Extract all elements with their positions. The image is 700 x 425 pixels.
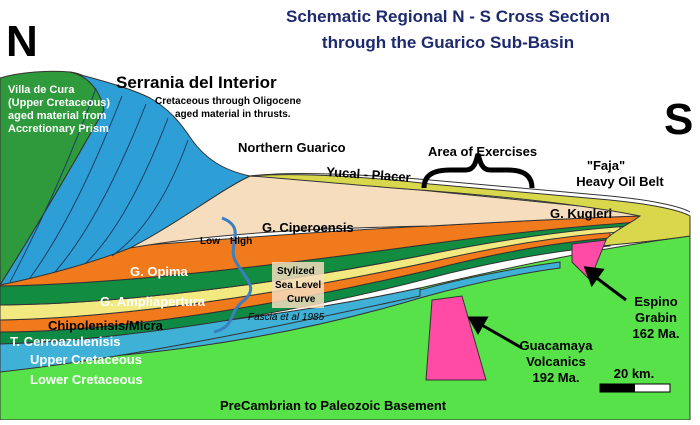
sea-level-box xyxy=(272,262,324,308)
arrows xyxy=(467,266,627,350)
south-label: S xyxy=(664,95,693,144)
scale-bar xyxy=(599,383,671,393)
villa-line-4: Accretionary Prism xyxy=(8,123,109,135)
scale-label: 20 km. xyxy=(614,366,654,381)
villa-line-2: (Upper Cretaceous) xyxy=(8,97,110,109)
ampliapertura-label: G. Ampliapertura xyxy=(100,294,206,309)
area-of-exercises-label: Area of Exercises xyxy=(428,144,537,159)
north-label: N xyxy=(6,17,38,66)
sea-level-line-3: Curve xyxy=(287,294,316,305)
cerroazulensis-label: T. Cerroazulenisis xyxy=(10,334,121,349)
thrust-faults xyxy=(9,87,189,283)
title-line-1: Schematic Regional N - S Cross Section xyxy=(286,7,610,26)
serrania-thrusts xyxy=(0,71,252,286)
kugleri-layer xyxy=(249,174,691,247)
upper-cretaceous-label: Upper Cretaceous xyxy=(30,352,142,367)
faja-label-1: "Faja" xyxy=(587,158,625,173)
espino-line-2: Grabin xyxy=(635,310,677,325)
yucal-placer-label: Yucal - Placer xyxy=(326,164,411,185)
opima-label: G. Opima xyxy=(130,264,189,279)
title-line-2: through the Guarico Sub-Basin xyxy=(322,33,574,52)
ciperoensis-label: G. Ciperoensis xyxy=(262,220,354,235)
lower-cretaceous-label: Lower Cretaceous xyxy=(30,372,143,387)
serrania-sub-1: Cretaceous through Oligocene xyxy=(155,96,302,107)
area-of-exercises-brace xyxy=(421,153,535,189)
faja-label-2: Heavy Oil Belt xyxy=(576,174,664,189)
basement-label: PreCambrian to Paleozoic Basement xyxy=(220,398,447,413)
espino-line-3: 162 Ma. xyxy=(633,326,680,341)
chipolensis-label: Chipolenisis/Micra xyxy=(48,318,164,333)
sea-level-citation: Fascia et al 1985 xyxy=(248,312,325,323)
villa-line-3: aged material from xyxy=(8,110,107,122)
espino-line-1: Espino xyxy=(634,294,677,309)
serrania-title: Serrania del Interior xyxy=(116,73,277,92)
sea-level-high: High xyxy=(230,236,252,247)
serrania-sub-2: aged material in thrusts. xyxy=(175,109,291,120)
northern-guarico-label: Northern Guarico xyxy=(238,140,346,155)
guacamaya-line-2: Volcanics xyxy=(526,354,586,369)
sea-level-low: Low xyxy=(200,236,220,247)
kugleri-top-line xyxy=(249,172,691,213)
guacamaya-intrusion xyxy=(425,295,487,381)
guacamaya-line-3: 192 Ma. xyxy=(533,370,580,385)
kugleri-label: G. Kugleri xyxy=(550,206,612,221)
villa-line-1: Villa de Cura xyxy=(8,84,75,96)
sea-level-curve xyxy=(213,216,253,334)
guacamaya-line-1: Guacamaya xyxy=(520,338,594,353)
sea-level-line-1: Stylized xyxy=(277,266,315,277)
sea-level-line-2: Sea Level xyxy=(275,280,321,291)
